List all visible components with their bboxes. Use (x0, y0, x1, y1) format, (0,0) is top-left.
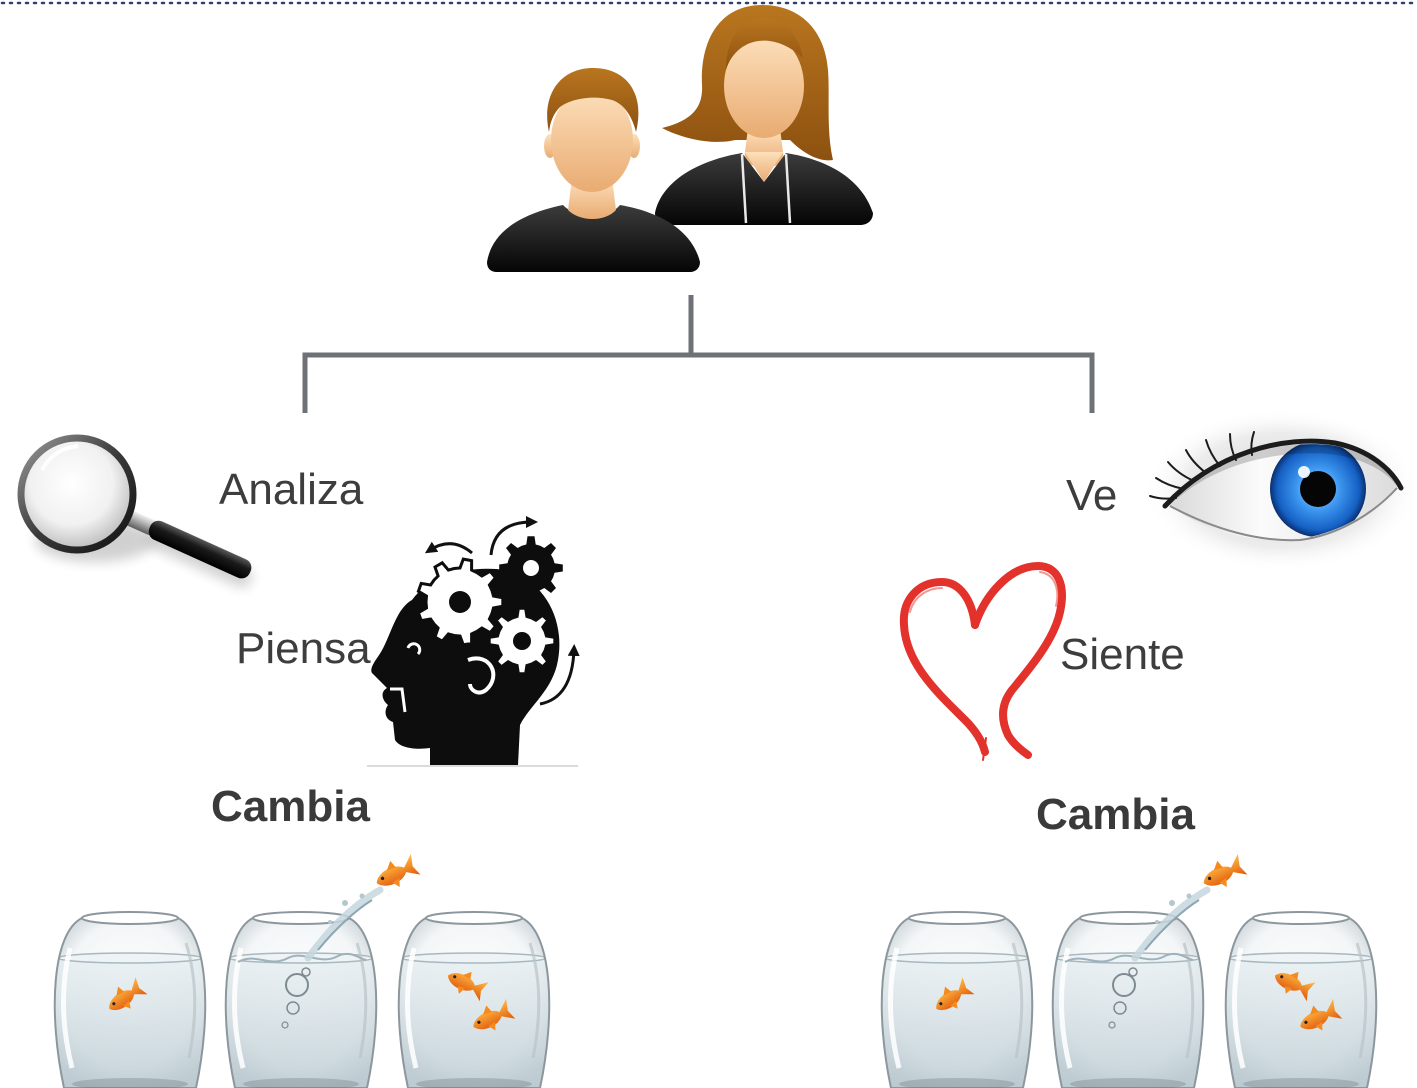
fishbowls-image-right (867, 852, 1391, 1088)
heart-icon (899, 561, 1066, 761)
man-figure (487, 68, 700, 272)
fishbowls-image-left (40, 852, 564, 1088)
head-gears-icon (367, 516, 580, 767)
arrow-left (424, 541, 473, 555)
label-siente: Siente (1060, 630, 1185, 679)
label-cambia-right: Cambia (1036, 790, 1195, 839)
label-ve: Ve (1066, 471, 1118, 520)
magnifying-glass-icon (17, 434, 253, 588)
label-piensa: Piensa (236, 624, 371, 673)
people-icon (487, 5, 873, 272)
eye-icon (1144, 408, 1417, 572)
label-cambia-left: Cambia (211, 782, 370, 831)
connector-tree (302, 295, 1095, 413)
arrow-right (539, 644, 580, 706)
arrow-top (489, 516, 538, 556)
woman-figure (655, 5, 873, 225)
label-analiza: Analiza (219, 465, 364, 514)
